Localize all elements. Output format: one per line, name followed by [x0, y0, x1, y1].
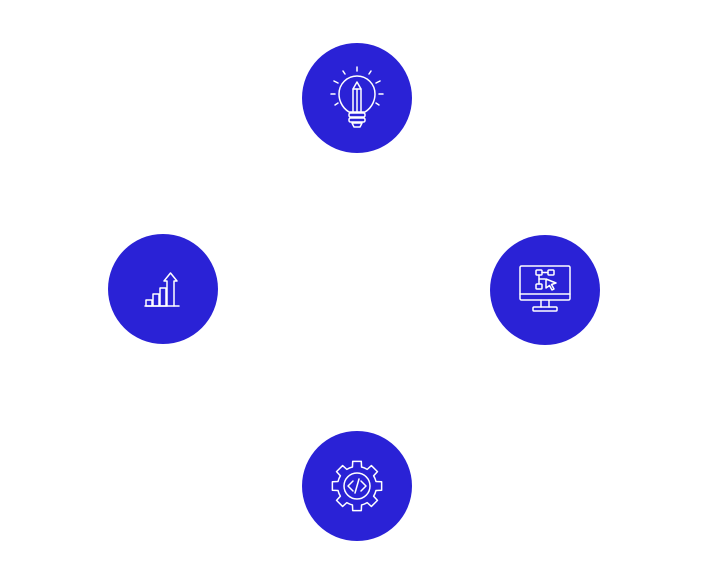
gear-code-icon [331, 460, 383, 512]
growth-chart-icon [144, 272, 180, 307]
lightbulb-pencil-icon [330, 66, 384, 128]
monitor-flowchart-icon [519, 265, 571, 312]
node-idea [302, 43, 412, 153]
node-growth [108, 234, 218, 344]
node-design [490, 235, 600, 345]
node-develop [302, 431, 412, 541]
